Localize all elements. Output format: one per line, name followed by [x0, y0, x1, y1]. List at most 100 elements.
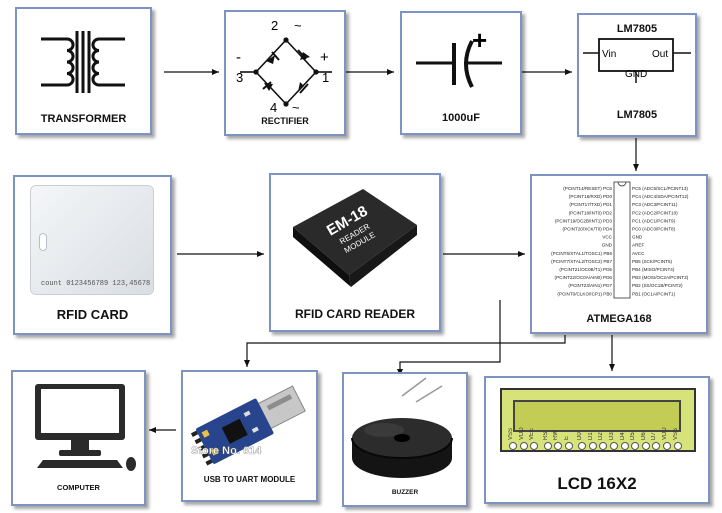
- lcd-pin-pad: [620, 442, 629, 450]
- mcu-left-pin: (PCINT23/AIN1) PD7: [568, 283, 612, 288]
- rectifier-pin-4: 4: [270, 100, 277, 112]
- lcd-pin-label: VDD: [662, 427, 668, 440]
- mcu-right-pin: PB1 (OC1A/PCINT1): [632, 291, 676, 296]
- computer-icon: [35, 384, 136, 471]
- mcu-left-pin: (PCINT21/OC0B/T1) PD5: [559, 267, 612, 272]
- rectifier-pin-1: 1: [322, 70, 329, 85]
- mcu-left-pin: (PCINT14/RESET) PC6: [563, 186, 612, 191]
- capacitor-block: + 1000uF: [400, 11, 522, 135]
- lcd-pin-label: D2: [598, 432, 605, 440]
- lcd-pin-label: VSS: [672, 427, 679, 440]
- mcu-left-pin: (PCINT22/OC0A/AIN0) PD6: [555, 275, 613, 280]
- mcu-left-pin: (PCINT0/CLKO/ICP1) PB0: [557, 291, 612, 296]
- mcu-left-pin: (PCINT19/OC2B/INT1) PD3: [555, 218, 613, 223]
- lcd-pin-pad: [641, 442, 650, 450]
- lcd-pin-pad: [509, 442, 517, 450]
- rfid-card-block: count 0123456789 123,45678 RFID CARD: [13, 175, 172, 335]
- rectifier-label: RECTIFIER: [261, 116, 309, 126]
- lcd-pin-pad: [530, 442, 539, 450]
- lcd-pin-pad: [673, 442, 682, 450]
- lcd-pin-pad: [564, 442, 573, 450]
- em18-reader-image: EM-18 READER MODULE: [293, 189, 417, 287]
- reader-block: EM-18 READER MODULE RFID CARD READER: [269, 173, 441, 332]
- lcd-pin-label: D1: [587, 432, 594, 440]
- mcu-right-pin: PB3 (MOSI/OC2A/PCINT3): [632, 275, 689, 280]
- mcu-right-pin: PB5 (SCK/PCINT5): [632, 259, 673, 264]
- mcu-right-pin: AVCC: [632, 251, 645, 256]
- usb-uart-image: Store No. 614: [191, 385, 306, 466]
- lcd-pin-pad: [543, 442, 552, 450]
- card-slot: [39, 233, 47, 251]
- arrow-mcu-usb: [244, 335, 566, 367]
- mcu-right-pin: GND: [632, 235, 643, 240]
- lcd-pin-label: D0: [577, 432, 584, 440]
- reader-label: RFID CARD READER: [295, 307, 415, 321]
- regulator-vin: Vin: [602, 49, 616, 60]
- rectifier-pin-2: 2: [271, 18, 278, 33]
- mcu-label: ATMEGA168: [586, 313, 652, 325]
- transformer-icon: [41, 31, 125, 93]
- mcu-right-pin: PB2 (SS/OC1B/PCINT2): [632, 283, 683, 288]
- regulator-gnd: GND: [625, 69, 647, 80]
- lcd-screen: [513, 400, 681, 432]
- mcu-left-pin: (PCINT16/RXD) PD0: [569, 194, 613, 199]
- mcu-left-pin: VCC: [602, 235, 612, 240]
- buzzer-image: [351, 377, 453, 478]
- lcd-pin-pad: [610, 442, 618, 450]
- capacitor-icon: +: [416, 25, 502, 88]
- lcd-pin-label: RS: [542, 431, 549, 440]
- lcd-pin-pad: [519, 442, 528, 450]
- mcu-left-pin: (PCINT17/TXD) PD1: [569, 202, 612, 207]
- regulator-chip-icon: Vin Out GND: [583, 38, 691, 83]
- usb-uart-block: Store No. 614 USB TO UART MODULE: [181, 370, 318, 502]
- regulator-out: Out: [652, 49, 668, 60]
- mcu-right-pin: PB4 (MISO/PCINT4): [632, 267, 675, 272]
- capacitor-label: 1000uF: [442, 112, 480, 124]
- mcu-right-pin: PC1 (ADC1/PCINT9): [632, 218, 676, 223]
- lcd-pin-pad: [578, 442, 587, 450]
- mcu-block: (PCINT14/RESET) PC6 (PCINT16/RXD) PD0 (PCI…: [530, 174, 708, 334]
- lcd-pin-label: RW: [553, 430, 560, 440]
- transformer-label: TRANSFORMER: [40, 113, 127, 125]
- lcd-pin-label: VDD: [518, 427, 525, 440]
- capacitor-plus: +: [472, 25, 487, 55]
- buzzer-label: BUZZER: [391, 489, 419, 496]
- computer-label: COMPUTER: [57, 483, 100, 492]
- arrow-mcu-buzzer: [397, 300, 501, 376]
- lcd-pin-label: D7: [651, 432, 658, 440]
- usb-uart-label: USB TO UART MODULE: [203, 475, 296, 484]
- usb-watermark: Store No. 614: [191, 445, 262, 457]
- mcu-right-pin: PC4 (ADC4/SDA/PCINT12): [632, 194, 689, 199]
- lcd-pin-pad: [663, 442, 671, 450]
- lcd-pin-label: E: [563, 435, 570, 440]
- mcu-right-pin: PC0 (ADC0/PCINT8): [632, 227, 676, 232]
- rectifier-minus: -: [236, 49, 241, 66]
- bridge-rectifier-icon: 2 ~ - 3 + 1 4 ~: [236, 18, 332, 112]
- regulator-chip-title: LM7805: [616, 23, 658, 35]
- lcd-pin-pad: [554, 442, 563, 450]
- rectifier-tilde-bottom: ~: [292, 100, 300, 112]
- lcd-pin-pad: [588, 442, 597, 450]
- card-number: count 0123456789 123,45678: [41, 280, 151, 288]
- lcd-pin-label: VSS: [508, 427, 514, 440]
- buzzer-block: BUZZER: [342, 372, 468, 507]
- transformer-block: TRANSFORMER: [15, 7, 152, 135]
- mcu-right-pin: PC2 (ADC2/PCINT10): [632, 210, 678, 215]
- lcd-pin-pad: [599, 442, 608, 450]
- mcu-left-pin: (PCINT18/INT0) PD2: [569, 210, 613, 215]
- lcd-pin-label: D4: [619, 432, 626, 440]
- lcd-pin-label: VEE: [529, 427, 536, 440]
- mcu-left-pin: (PCINT7/XTAL2/TOSC2) PB7: [551, 259, 612, 264]
- mcu-left-pin: GND: [602, 243, 613, 248]
- lcd-pin-label: D5: [630, 432, 637, 440]
- regulator-block: LM7805 Vin Out GND LM7805: [577, 13, 697, 137]
- lcd-pin-label: D3: [609, 432, 615, 440]
- lcd-label: LCD 16X2: [557, 474, 637, 493]
- rectifier-pin-3: 3: [236, 70, 243, 85]
- mcu-left-pin: (PCINT20/XCK/T0) PD4: [562, 227, 612, 232]
